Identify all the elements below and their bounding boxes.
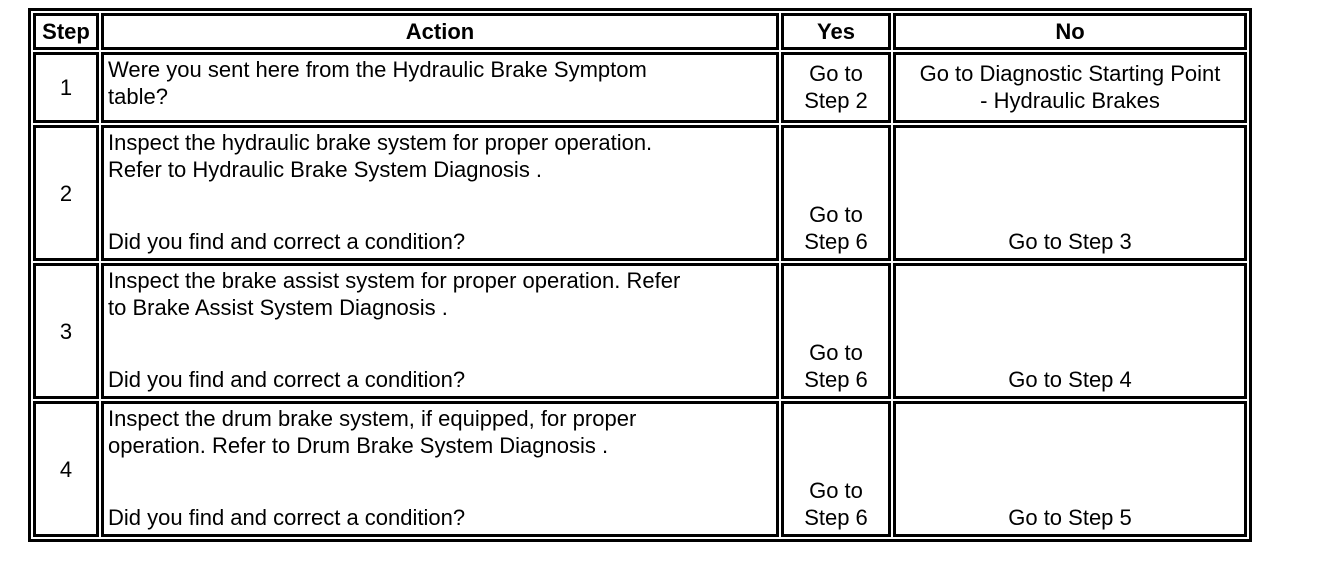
col-header-yes: Yes [781,13,891,50]
action-cell: Inspect the brake assist system for prop… [101,263,779,399]
action-text: Inspect the brake assist system for prop… [108,268,681,320]
yes-cell: Go to Step 6 [781,125,891,261]
action-question: Did you find and correct a condition? [108,505,466,530]
step-number-cell: 3 [33,263,99,399]
action-text: Inspect the drum brake system, if equipp… [108,406,637,458]
action-question: Did you find and correct a condition? [108,367,466,392]
action-cell: Were you sent here from the Hydraulic Br… [101,52,779,123]
action-cell: Inspect the hydraulic brake system for p… [101,125,779,261]
step-number-cell: 1 [33,52,99,123]
action-text: Inspect the hydraulic brake system for p… [108,130,653,182]
table-row-step-4: 4 Inspect the drum brake system, if equi… [33,401,1247,537]
col-header-action: Action [101,13,779,50]
step-number-cell: 2 [33,125,99,261]
yes-cell: Go to Step 2 [781,52,891,123]
header-row: Step Action Yes No [33,13,1247,50]
action-question: Did you find and correct a condition? [108,229,466,254]
table-row-step-3: 3 Inspect the brake assist system for pr… [33,263,1247,399]
no-cell: Go to Step 4 [893,263,1247,399]
action-text: Were you sent here from the Hydraulic Br… [108,57,647,109]
no-cell: Go to Step 3 [893,125,1247,261]
no-cell: Go to Step 5 [893,401,1247,537]
table-row-step-2: 2 Inspect the hydraulic brake system for… [33,125,1247,261]
yes-cell: Go to Step 6 [781,263,891,399]
col-header-no: No [893,13,1247,50]
action-cell: Inspect the drum brake system, if equipp… [101,401,779,537]
no-cell: Go to Diagnostic Starting Point - Hydrau… [893,52,1247,123]
brake-diagnostic-table: Step Action Yes No 1 Were you sent here … [28,8,1252,542]
yes-cell: Go to Step 6 [781,401,891,537]
step-number-cell: 4 [33,401,99,537]
table-row-step-1: 1 Were you sent here from the Hydraulic … [33,52,1247,123]
col-header-step: Step [33,13,99,50]
